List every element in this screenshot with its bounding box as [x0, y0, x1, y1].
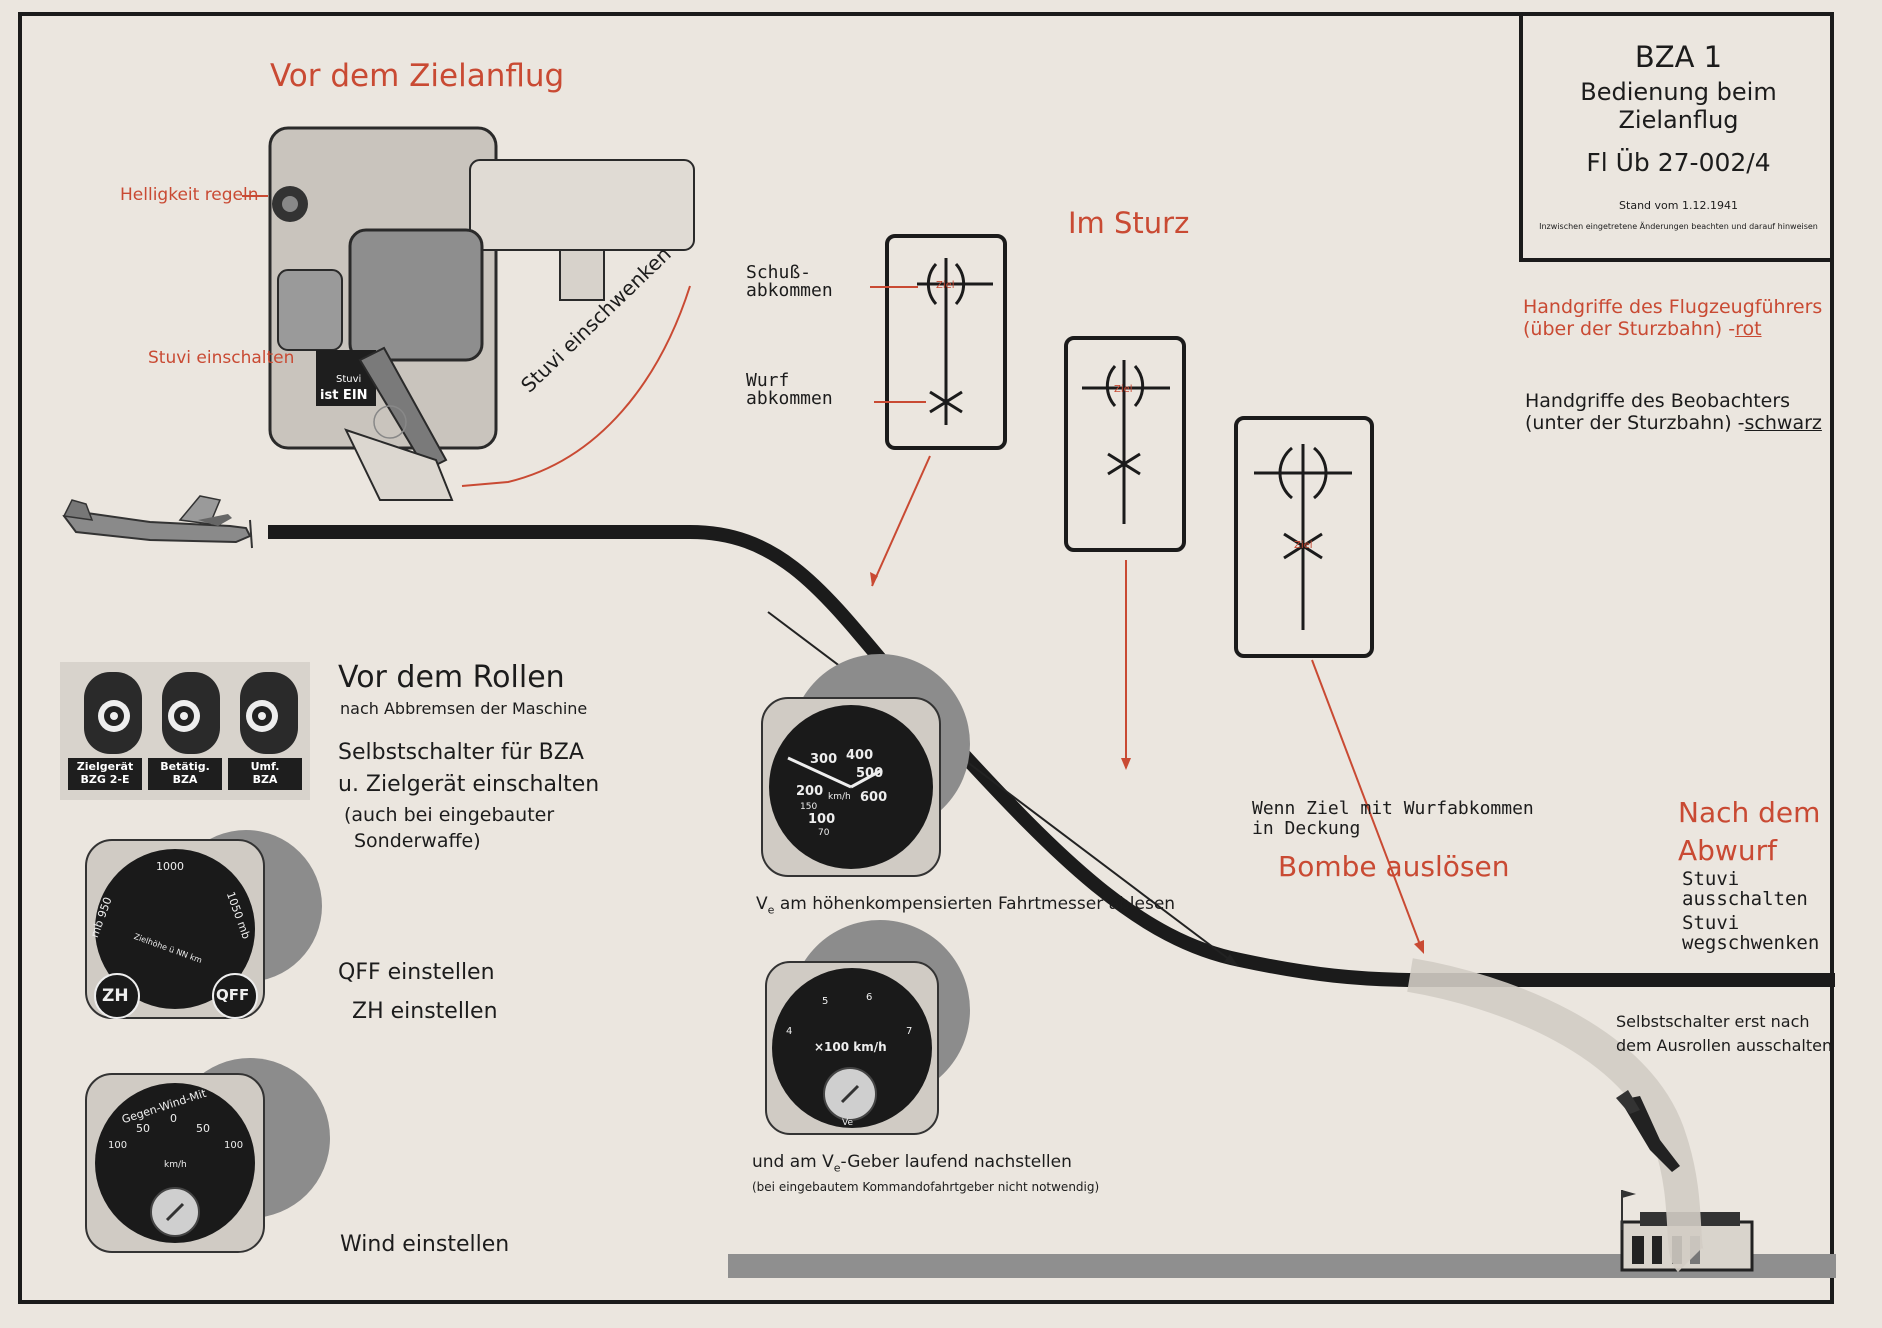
wind-s2: 50: [136, 1122, 150, 1135]
wind-unit: km/h: [164, 1160, 187, 1170]
ve-4: 4: [786, 1026, 793, 1037]
instr-release-cond-1: Wenn Ziel mit Wurfabkommen: [1252, 798, 1534, 819]
stuvi-plate-label: Stuvi: [336, 374, 362, 385]
legend-observer-line2: (unter der Sturzbahn) -schwarz: [1525, 412, 1822, 434]
ve-6: 6: [866, 992, 873, 1003]
instr-wind: Wind einstellen: [340, 1232, 510, 1257]
as-150: 150: [800, 802, 818, 812]
reticle-panel-1: [885, 234, 1007, 450]
instr-stuvi-off-1: Stuvi: [1682, 868, 1740, 890]
as-200: 200: [796, 784, 824, 799]
instr-qff: QFF einstellen: [338, 960, 495, 985]
as-unit: km/h: [828, 792, 851, 802]
title-box: BZA 1 Bedienung beim Zielanflug Fl Üb 27…: [1519, 14, 1834, 262]
altimeter-gauge: [85, 830, 322, 1019]
rolling-subtitle: nach Abbremsen der Maschine: [340, 699, 588, 718]
as-600: 600: [860, 790, 888, 805]
reticle-ziel-2: Ziel: [1114, 384, 1133, 395]
switch-label-3: Umf.BZA: [250, 760, 280, 786]
legend-pilot-line1: Handgriffe des Flugzeugführers: [1523, 296, 1823, 318]
instr-after-roll-1: Selbstschalter erst nach: [1616, 1012, 1810, 1031]
as-70: 70: [818, 828, 830, 838]
wind-s5: 100: [224, 1140, 244, 1151]
ve-5: 5: [822, 996, 829, 1007]
instr-stuvi-off-2: ausschalten: [1682, 888, 1808, 910]
reticle-ziel-1: Ziel: [936, 280, 955, 291]
alt-knob-qff: QFF: [216, 986, 250, 1004]
label-stuvi-on: Stuvi einschalten: [148, 348, 295, 368]
as-100: 100: [808, 812, 836, 827]
doc-date: Stand vom 1.12.1941: [1619, 199, 1738, 212]
bomb-trail: [1407, 958, 1705, 1272]
label-brightness: Helligkeit regeln: [120, 185, 259, 205]
wind-s4: 50: [196, 1122, 210, 1135]
doc-code: BZA 1: [1634, 40, 1723, 74]
dive-title: Im Sturz: [1068, 206, 1190, 240]
instr-ve-adjust: und am Ve-Geber laufend nachstellen: [752, 1152, 1072, 1175]
instr-self-switch-2: u. Zielgerät einschalten: [338, 772, 600, 797]
instr-ve-note: (bei eingebautem Kommandofahrtgeber nich…: [752, 1180, 1100, 1194]
ve-setter-gauge: [765, 920, 970, 1135]
instr-stuvi-away-2: wegschwenken: [1682, 932, 1820, 954]
ve-unit: ×100 km/h: [814, 1040, 887, 1054]
poster-frame: [18, 12, 1834, 1304]
instr-ve-read: Ve am höhenkompensierten Fahrtmesser abl…: [756, 894, 1176, 917]
ve-label: Ve: [842, 1118, 853, 1128]
dive-path: [268, 525, 1835, 987]
bomb-icon: [1616, 1090, 1680, 1172]
as-400: 400: [846, 748, 874, 763]
reticle-panel-3: [1234, 416, 1374, 658]
alt-knob-zh: ZH: [102, 986, 129, 1006]
aircraft-icon: [62, 495, 253, 549]
instr-after-roll-2: dem Ausrollen ausschalten: [1616, 1036, 1833, 1055]
instr-stuvi-away-1: Stuvi: [1682, 912, 1740, 934]
approach-title: Vor dem Zielanflug: [270, 58, 565, 94]
ve-7: 7: [906, 1026, 913, 1037]
doc-note: Inzwischen eingetretene Änderungen beach…: [1539, 222, 1818, 231]
airspeed-gauge: [761, 654, 970, 877]
doc-subtitle: Bedienung beim Zielanflug: [1580, 78, 1777, 134]
as-300: 300: [810, 752, 838, 767]
legend-observer-line1: Handgriffe des Beobachters: [1525, 390, 1791, 412]
switch-panel: [60, 662, 310, 800]
wind-s3: 0: [170, 1112, 177, 1125]
wind-gauge: [85, 1058, 330, 1253]
reticle-ziel-3: Ziel: [1294, 540, 1313, 551]
alt-top: 1000: [156, 860, 184, 873]
instr-release: Bombe auslösen: [1278, 850, 1510, 883]
instr-self-switch-4: Sonderwaffe): [354, 830, 481, 852]
stuvi-status-label: ist EIN: [320, 388, 368, 403]
bombsight-device-icon: [268, 126, 695, 501]
after-title-1: Nach dem: [1678, 796, 1821, 829]
label-shot-aim: Schuß-abkommen: [746, 262, 833, 301]
switch-label-2: Betätig.BZA: [160, 760, 210, 786]
as-500: 500: [856, 766, 884, 781]
instr-zh: ZH einstellen: [352, 999, 498, 1024]
rolling-title: Vor dem Rollen: [338, 660, 565, 695]
after-title-2: Abwurf: [1678, 834, 1777, 867]
instr-self-switch-3: (auch bei eingebauter: [344, 804, 555, 826]
instr-release-cond-2: in Deckung: [1252, 818, 1361, 839]
doc-number: Fl Üb 27-002/4: [1586, 148, 1771, 177]
legend-pilot-line2: (über der Sturzbahn) -rot: [1523, 318, 1762, 340]
wind-s1: 100: [108, 1140, 128, 1151]
instr-self-switch-1: Selbstschalter für BZA: [338, 740, 584, 765]
reticle-panel-2: [1064, 336, 1186, 552]
